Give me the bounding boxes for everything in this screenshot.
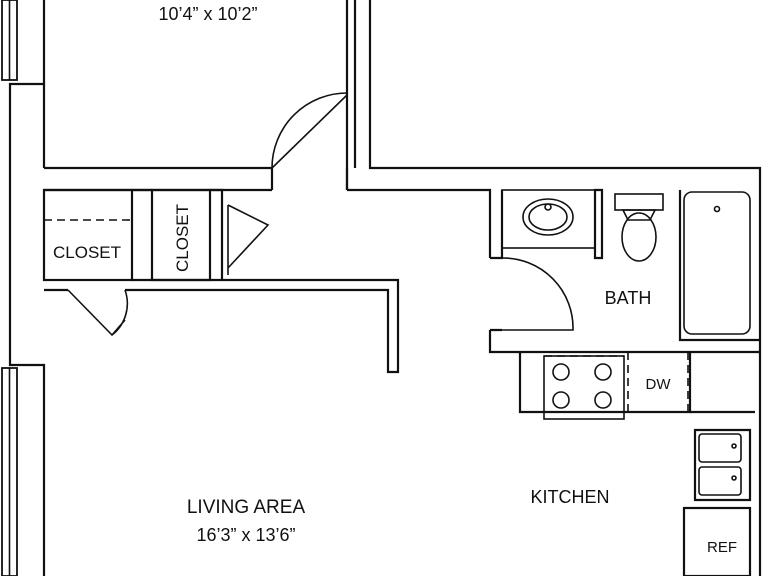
closet-left-label: CLOSET [53, 243, 121, 262]
living-area-label: LIVING AREA [187, 497, 306, 518]
closet-middle-door[interactable] [227, 204, 270, 275]
bathroom-door[interactable] [501, 257, 574, 331]
left-exterior-wall [1, 0, 46, 576]
ref-label: REF [707, 539, 737, 556]
bedroom-dimensions: 10’4” x 10’2” [158, 4, 257, 24]
closet-middle-label: CLOSET [173, 204, 192, 272]
living-area-dimensions: 16’3” x 13’6” [196, 525, 295, 545]
bedroom-door[interactable] [271, 92, 348, 169]
kitchen: DW REF KITCHEN [518, 352, 755, 576]
dishwasher-label: DW [646, 376, 672, 393]
closet-left: CLOSET [42, 188, 134, 282]
bath-label: BATH [605, 288, 652, 308]
top-right-wall [368, 0, 762, 576]
kitchen-label: KITCHEN [530, 487, 609, 507]
living-area: LIVING AREA 16’3” x 13’6” [187, 497, 306, 545]
bathroom: BATH [488, 188, 760, 354]
closet-middle: CLOSET [150, 188, 212, 282]
closet-left-door[interactable] [67, 289, 129, 337]
closet-wall [44, 278, 400, 374]
bedroom: 10’4” x 10’2” [44, 0, 357, 192]
